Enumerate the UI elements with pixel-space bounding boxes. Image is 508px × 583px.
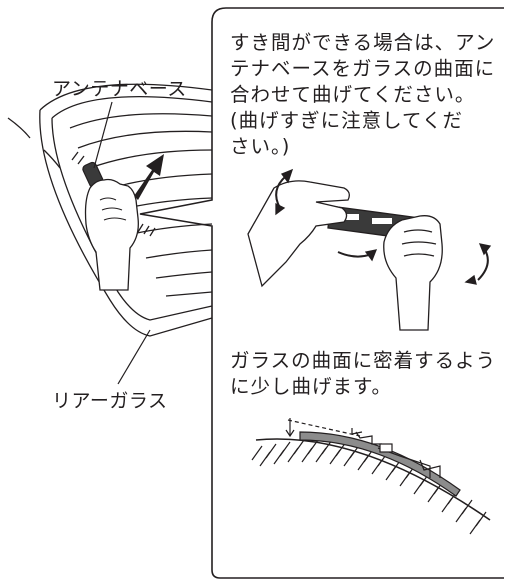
instruction-bend-base: すき間ができる場合は、アン テナベースをガラスの曲面に 合わせて曲げてください。… [230, 30, 495, 160]
antenna-base-label: アンテナベース [52, 78, 187, 100]
instruction-1-line-5: さい。) [230, 135, 291, 158]
bending-illustration [247, 168, 492, 331]
rear-glass-label: リアーガラス [52, 390, 168, 412]
antenna-base-leader [93, 101, 113, 169]
instruction-1-line-1: すき間ができる場合は、アン [230, 31, 496, 54]
rear-glass-leader [117, 329, 151, 385]
cross-section-illustration [251, 418, 491, 535]
instruction-fit-glass: ガラスの曲面に密着するよう に少し曲げます。 [230, 348, 496, 400]
instruction-2-line-1: ガラスの曲面に密着するよう [230, 349, 497, 372]
callout-frame [139, 7, 504, 579]
instruction-1-line-2: テナベースをガラスの曲面に [230, 57, 496, 80]
instruction-1-line-3: 合わせて曲げてください。 [230, 83, 476, 106]
instruction-2-line-2: に少し曲げます。 [230, 375, 393, 398]
left-hand [84, 178, 139, 291]
slide-arrow [134, 154, 164, 200]
instruction-1-line-4: (曲げすぎに注意してくだ [230, 109, 463, 132]
